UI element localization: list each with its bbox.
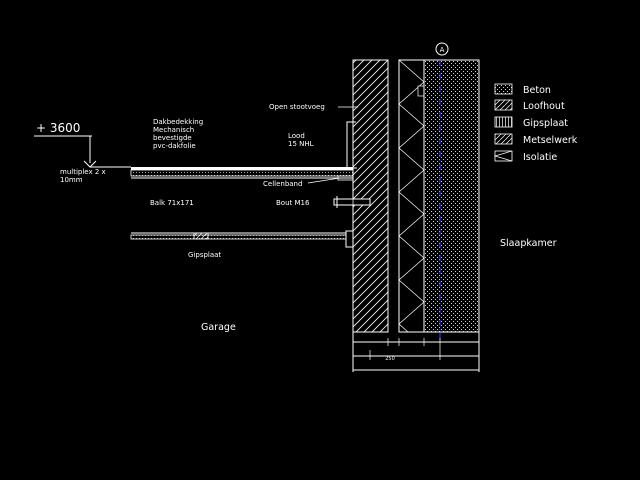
legend-label: Loofhout <box>523 101 565 112</box>
legend-item-gipsplaat: Gipsplaat <box>494 116 568 129</box>
dimension-lines: 250 <box>352 332 480 372</box>
legend-item-beton: Beton <box>494 83 551 96</box>
lood-line-2: 15 NHL <box>288 140 314 148</box>
balk-label: Balk 71x171 <box>150 199 194 207</box>
insulation-layer <box>398 59 425 333</box>
multiplex-line-2: 10mm <box>60 176 83 184</box>
lood-note: Lood 15 NHL <box>288 132 314 148</box>
cellenband-leader <box>307 177 341 184</box>
grid-marker-label: A <box>440 46 445 54</box>
dimension-label: 250 <box>385 356 395 362</box>
level-label: + 3600 <box>36 121 80 135</box>
legend-item-isolatie: Isolatie <box>493 150 557 163</box>
roof-note: Dakbedekking Mechanisch bevestigde pvc-d… <box>153 118 203 150</box>
slaapkamer-room-label: Slaapkamer <box>500 238 557 249</box>
roof-note-line-4: pvc-dakfolie <box>153 142 196 150</box>
gipsplaat-label: Gipsplaat <box>188 251 221 259</box>
legend-swatch-zigzag <box>494 150 513 162</box>
legend-label: Beton <box>523 85 551 96</box>
open-stootvoeg-label: Open stootvoeg <box>269 103 325 111</box>
legend-swatch-dots <box>494 83 513 95</box>
bolt-m16 <box>333 196 371 208</box>
legend-swatch-diagonal <box>494 99 513 111</box>
masonry-wall <box>352 59 389 333</box>
concrete-wall <box>423 59 480 333</box>
roof-note-line-1: Dakbedekking <box>153 118 203 126</box>
legend-label: Metselwerk <box>523 135 578 146</box>
grid-marker: A <box>435 42 449 56</box>
legend-swatch-vertical <box>494 116 513 128</box>
garage-room-label: Garage <box>201 322 236 333</box>
cellenband-label: Cellenband <box>263 180 302 188</box>
cavity <box>387 60 400 332</box>
roof-note-line-2: Mechanisch <box>153 126 194 134</box>
multiplex-line-1: multiplex 2 x <box>60 168 106 176</box>
legend-swatch-diagonal <box>494 133 513 145</box>
legend-item-loofhout: Loofhout <box>494 99 565 112</box>
bout-label: Bout M16 <box>276 199 310 207</box>
legend-label: Gipsplaat <box>523 118 568 129</box>
roof-note-line-3: bevestigde <box>153 134 192 142</box>
level-marker: + 3600 <box>34 121 131 168</box>
legend-label: Isolatie <box>523 152 557 163</box>
legend-item-metselwerk: Metselwerk <box>494 133 578 146</box>
roof-deck <box>130 167 354 179</box>
multiplex-note: multiplex 2 x 10mm <box>60 168 106 184</box>
lood-line-1: Lood <box>288 132 305 140</box>
ceiling-gypsum-board <box>130 230 354 248</box>
legend: Beton Loofhout Gipsplaat Metselwerk Isol… <box>493 83 578 163</box>
